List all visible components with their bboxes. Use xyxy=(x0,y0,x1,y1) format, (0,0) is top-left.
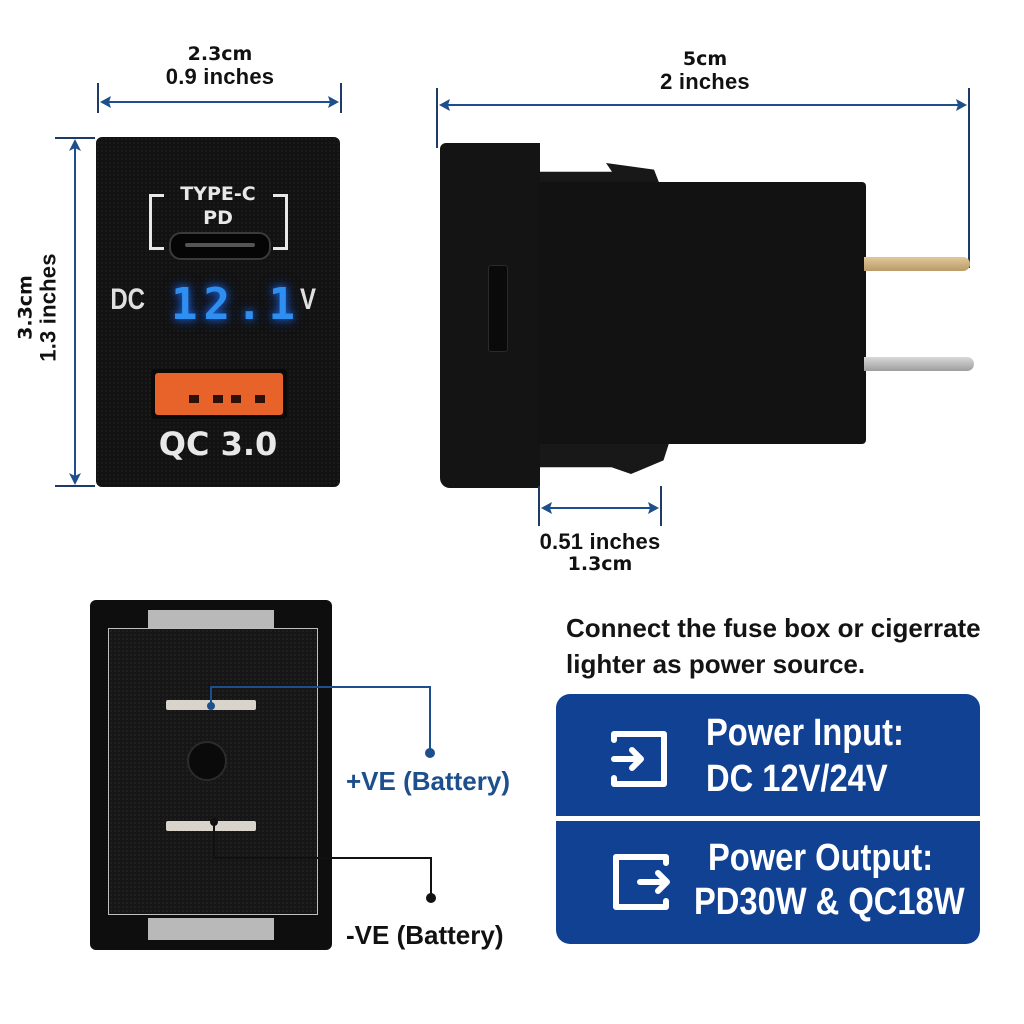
pd-label: PD xyxy=(203,207,233,229)
typec-bracket-right xyxy=(273,194,288,250)
dimension-tick xyxy=(55,485,95,487)
side-slot xyxy=(488,265,508,352)
positive-battery-label: +VE (Battery) xyxy=(346,766,510,796)
bottom-tab xyxy=(148,918,274,940)
top-tab xyxy=(148,610,274,630)
volt-unit-label: V xyxy=(300,283,317,316)
typec-bracket-left xyxy=(149,194,164,250)
negative-pin xyxy=(864,357,974,371)
positive-pin xyxy=(864,257,970,271)
negative-terminal xyxy=(166,821,256,831)
front-panel: TYPE-C PD DC 12.1 V QC 3.0 xyxy=(96,137,340,487)
flange-metric: 1.3cm xyxy=(567,553,633,576)
dimension-tick xyxy=(436,88,438,148)
dimension-tick xyxy=(660,486,662,526)
logout-arrow-icon xyxy=(613,854,670,910)
note-line-2: lighter as power source. xyxy=(566,649,866,679)
length-arrow-icon xyxy=(439,99,967,111)
usb-a-tongue xyxy=(155,373,283,415)
usb-c-port[interactable] xyxy=(169,232,271,260)
dimension-tick xyxy=(55,137,95,139)
login-arrow-icon xyxy=(611,731,667,787)
front-width-metric: 2.3cm xyxy=(187,43,253,65)
dc-label: DC xyxy=(110,283,146,316)
power-input-value: DC 12V/24V xyxy=(706,758,888,800)
dimension-tick xyxy=(538,486,540,526)
spec-divider xyxy=(556,816,980,821)
power-source-note: Connect the fuse box or cigerrate lighte… xyxy=(566,610,996,682)
length-imperial: 2 inches xyxy=(660,68,750,94)
dimension-tick xyxy=(97,83,99,113)
flange-dimension: 0.51 inches 1.3cm xyxy=(500,530,700,575)
voltmeter-display: 12.1 xyxy=(171,279,301,330)
note-line-1: Connect the fuse box or cigerrate xyxy=(566,613,981,643)
width-arrow-icon xyxy=(100,96,339,108)
typec-label: TYPE-C xyxy=(180,183,256,205)
qc-label: QC 3.0 xyxy=(158,425,278,463)
power-output-row: Power Output: PD30W & QC18W xyxy=(556,821,980,943)
usb-a-port[interactable] xyxy=(151,369,287,419)
length-metric: 5cm xyxy=(682,48,728,70)
center-screw xyxy=(187,741,227,781)
power-output-value: PD30W & QC18W xyxy=(694,881,965,923)
power-input-title: Power Input: xyxy=(706,712,904,754)
front-width-imperial: 0.9 inches xyxy=(165,63,275,89)
dimension-tick xyxy=(968,88,970,268)
dimension-tick xyxy=(340,83,342,113)
side-body xyxy=(538,182,866,444)
spec-panel: Power Input: DC 12V/24V Power Output: PD… xyxy=(556,694,980,944)
length-dimension: 5cm 2 inches xyxy=(605,48,805,94)
negative-battery-label: -VE (Battery) xyxy=(346,920,504,950)
front-width-dimension: 2.3cm 0.9 inches xyxy=(120,43,320,89)
flange-imperial: 0.51 inches xyxy=(539,529,661,554)
height-arrow-icon xyxy=(69,139,81,485)
flange-arrow-icon xyxy=(541,502,659,514)
power-output-title: Power Output: xyxy=(708,837,934,879)
power-input-row: Power Input: DC 12V/24V xyxy=(556,694,980,816)
